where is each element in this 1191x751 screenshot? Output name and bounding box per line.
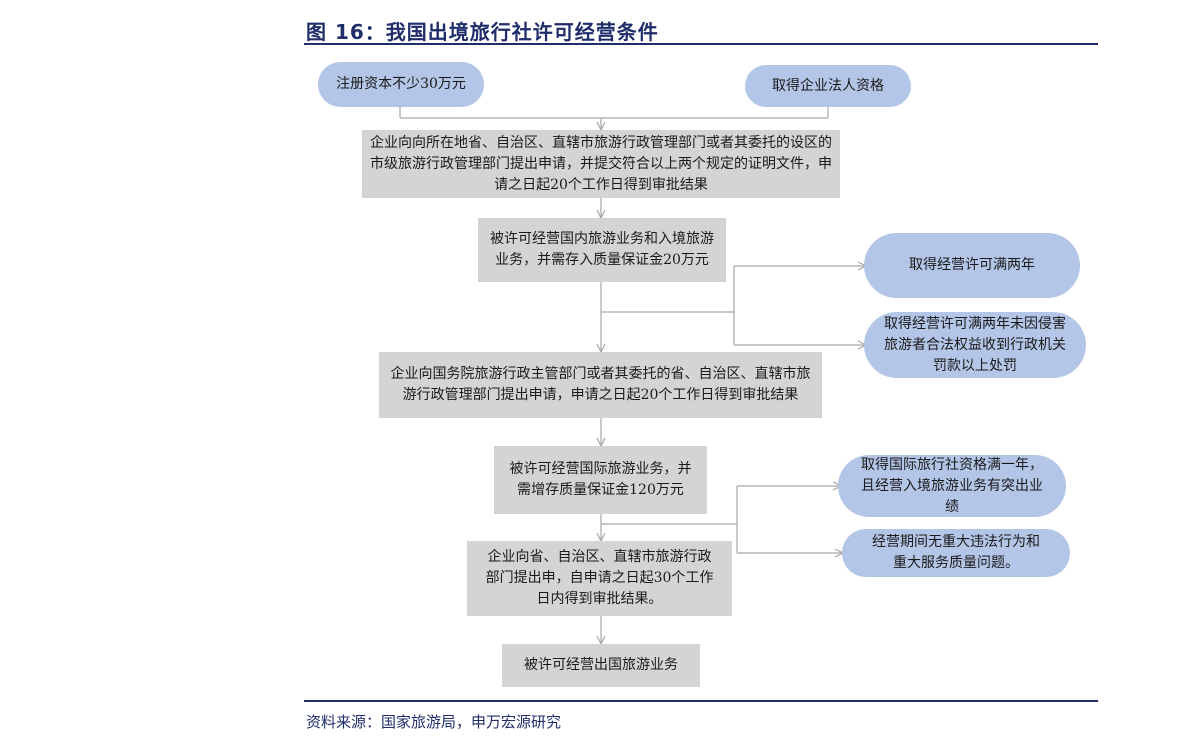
bottom-rule xyxy=(304,700,1098,702)
node-registered-capital: 注册资本不少30万元 xyxy=(318,62,484,107)
node-no-penalty: 取得经营许可满两年未因侵害旅游者合法权益收到行政机关罚款以上处罚 xyxy=(864,312,1086,378)
node-domestic-license: 被许可经营国内旅游业务和入境旅游业务，并需存入质量保证金20万元 xyxy=(478,218,726,282)
source-note: 资料来源：国家旅游局，申万宏源研究 xyxy=(306,713,562,731)
node-intl-license: 被许可经营国际旅游业务，并需增存质量保证金120万元 xyxy=(494,446,707,514)
top-rule xyxy=(304,43,1098,45)
node-apply-local: 企业向向所在地省、自治区、直辖市旅游行政管理部门或者其委托的设区的市级旅游行政管… xyxy=(362,130,840,198)
node-outbound-license: 被许可经营出国旅游业务 xyxy=(502,644,700,687)
node-no-violation: 经营期间无重大违法行为和重大服务质量问题。 xyxy=(842,529,1070,577)
figure-title: 图 16：我国出境旅行社许可经营条件 xyxy=(306,20,659,44)
node-apply-national: 企业向国务院旅游行政主管部门或者其委托的省、自治区、直辖市旅游行政管理部门提出申… xyxy=(379,352,822,418)
node-two-years: 取得经营许可满两年 xyxy=(864,233,1080,298)
node-apply-province: 企业向省、自治区、直辖市旅游行政部门提出申，自申请之日起30个工作日内得到审批结… xyxy=(467,541,732,616)
node-legal-person: 取得企业法人资格 xyxy=(745,65,911,107)
node-intl-qualify: 取得国际旅行社资格满一年，且经营入境旅游业务有突出业绩 xyxy=(838,455,1066,517)
